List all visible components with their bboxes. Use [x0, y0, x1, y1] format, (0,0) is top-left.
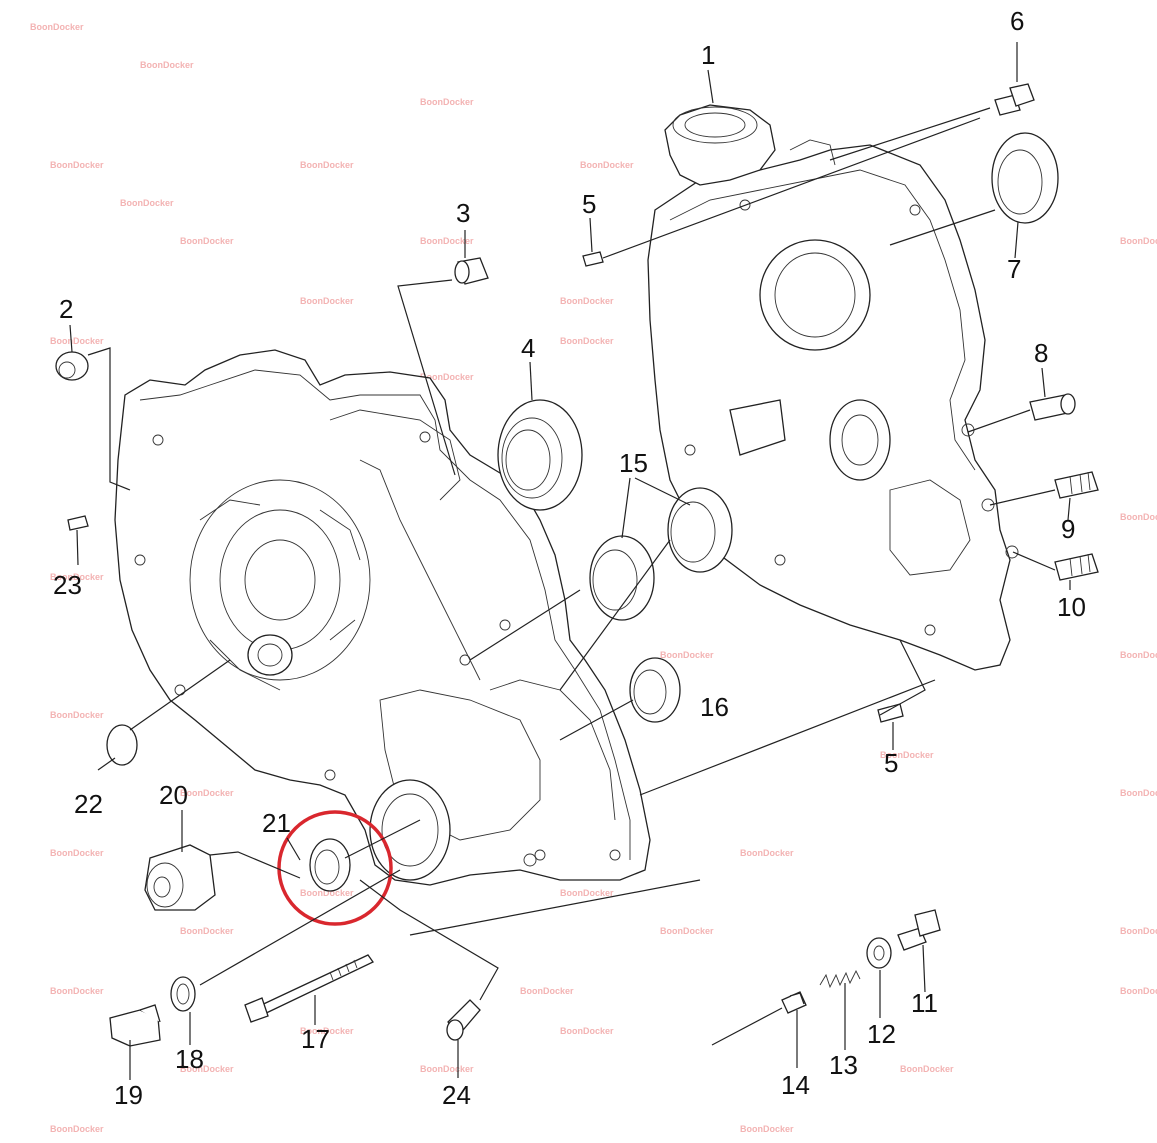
part-label-14: 14: [781, 1070, 810, 1100]
watermark-text: BoonDocker: [180, 926, 234, 936]
watermark-text: BoonDocker: [120, 198, 174, 208]
part-label-2: 2: [59, 294, 73, 324]
part-24-pin: [446, 999, 481, 1041]
watermark-text: BoonDocker: [420, 236, 474, 246]
watermark-text: BoonDocker: [180, 236, 234, 246]
part-label-18: 18: [175, 1044, 204, 1074]
part-4-bearing: [497, 399, 583, 511]
watermark-text: BoonDocker: [300, 888, 354, 898]
part-8-dowel: [1029, 393, 1076, 421]
watermark-text: BoonDocker: [50, 986, 104, 996]
watermark-text: BoonDocker: [560, 336, 614, 346]
part-label-12: 12: [867, 1019, 896, 1049]
watermark-text: BoonDocker: [420, 1064, 474, 1074]
part-15-bearing-b: [667, 487, 733, 573]
watermark-text: BoonDocker: [1120, 788, 1157, 798]
part-3-dowel: [454, 257, 489, 285]
watermark-text: BoonDocker: [520, 986, 574, 996]
watermark-text: BoonDocker: [660, 926, 714, 936]
part-5-dowel-top: [582, 251, 604, 267]
watermark-text: BoonDocker: [880, 750, 934, 760]
watermark-layer: BoonDockerBoonDockerBoonDockerBoonDocker…: [30, 22, 1157, 1134]
watermark-text: BoonDocker: [1120, 236, 1157, 246]
part-19-drain-plug: [109, 1004, 161, 1047]
part-label-7: 7: [1007, 254, 1021, 284]
right-crankcase-half: [647, 104, 1019, 671]
part-label-1: 1: [701, 40, 715, 70]
watermark-text: BoonDocker: [420, 372, 474, 382]
watermark-text: BoonDocker: [560, 1026, 614, 1036]
part-15-bearing-a: [589, 535, 655, 621]
part-18-washer: [170, 976, 196, 1012]
watermark-text: BoonDocker: [900, 1064, 954, 1074]
watermark-text: BoonDocker: [180, 1064, 234, 1074]
part-label-6: 6: [1010, 6, 1024, 36]
watermark-text: BoonDocker: [560, 296, 614, 306]
watermark-text: BoonDocker: [1120, 986, 1157, 996]
part-7-oil-seal: [991, 132, 1059, 224]
part-9-fitting: [1054, 471, 1099, 499]
part-13-spring: [819, 969, 861, 989]
part-5-dowel-bottom: [877, 703, 904, 723]
watermark-text: BoonDocker: [50, 336, 104, 346]
part-label-5-top: 5: [582, 189, 596, 219]
part-21-seal: [309, 838, 351, 892]
watermark-text: BoonDocker: [50, 572, 104, 582]
part-label-11: 11: [911, 988, 938, 1018]
part-22-plug: [106, 724, 138, 766]
watermark-text: BoonDocker: [180, 788, 234, 798]
watermark-text: BoonDocker: [1120, 650, 1157, 660]
part-label-8: 8: [1034, 338, 1048, 368]
watermark-text: BoonDocker: [580, 160, 634, 170]
part-label-3: 3: [456, 198, 470, 228]
watermark-text: BoonDocker: [1120, 926, 1157, 936]
part-16-bearing: [629, 657, 681, 723]
watermark-text: BoonDocker: [740, 848, 794, 858]
watermark-text: BoonDocker: [300, 1026, 354, 1036]
watermark-text: BoonDocker: [660, 650, 714, 660]
watermark-text: BoonDocker: [420, 97, 474, 107]
leader-lines: [69, 42, 1071, 1080]
part-17-long-bolt: [244, 954, 374, 1023]
part-label-21: 21: [262, 808, 291, 838]
watermark-text: BoonDocker: [300, 296, 354, 306]
part-label-22: 22: [74, 789, 103, 819]
part-label-13: 13: [829, 1050, 858, 1080]
part-label-20: 20: [159, 780, 188, 810]
part-number-labels: 1 2 3 4 5 6 7 8 9 10 11 12 13 14 15 16 5…: [53, 6, 1086, 1110]
watermark-text: BoonDocker: [30, 22, 84, 32]
watermark-text: BoonDocker: [740, 1124, 794, 1134]
part-12-washer: [866, 937, 892, 969]
part-14-plunger: [781, 991, 807, 1014]
part-label-9: 9: [1061, 514, 1075, 544]
watermark-text: BoonDocker: [50, 710, 104, 720]
watermark-text: BoonDocker: [140, 60, 194, 70]
part-10-fitting: [1054, 553, 1099, 581]
watermark-text: BoonDocker: [300, 160, 354, 170]
part-label-4: 4: [521, 333, 535, 363]
part-11-bolt: [897, 909, 941, 951]
watermark-text: BoonDocker: [50, 1124, 104, 1134]
part-label-5-bottom: 5: [884, 748, 898, 778]
watermark-text: BoonDocker: [560, 888, 614, 898]
watermark-text: BoonDocker: [50, 848, 104, 858]
part-label-15: 15: [619, 448, 648, 478]
watermark-text: BoonDocker: [50, 160, 104, 170]
highlight-circle: [277, 810, 393, 926]
part-label-10: 10: [1057, 592, 1086, 622]
part-23-dowel: [67, 515, 89, 531]
part-label-23: 23: [53, 570, 82, 600]
part-2-bushing: [55, 351, 89, 381]
part-label-17: 17: [301, 1024, 330, 1054]
part-label-24: 24: [442, 1080, 471, 1110]
part-label-19: 19: [114, 1080, 143, 1110]
part-label-16: 16: [700, 692, 729, 722]
part-20-cap: [144, 844, 216, 911]
part-6-bolt: [994, 83, 1035, 116]
watermark-text: BoonDocker: [1120, 512, 1157, 522]
